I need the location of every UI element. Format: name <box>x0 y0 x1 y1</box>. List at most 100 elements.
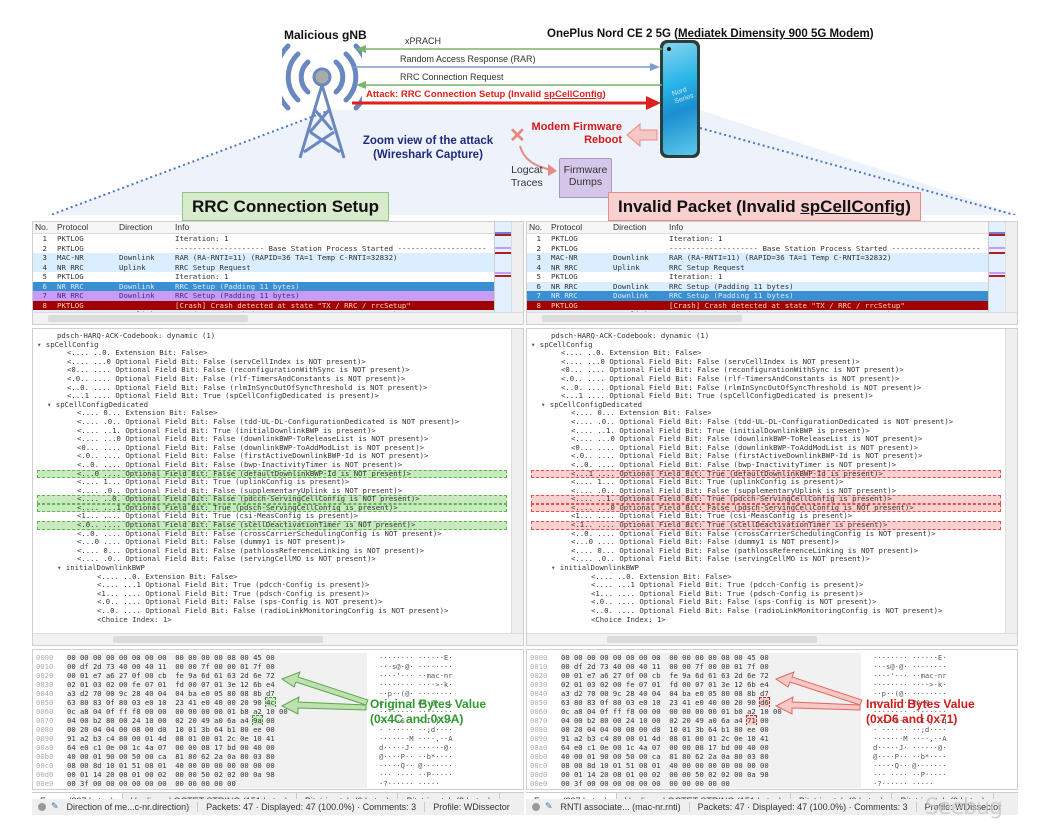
tree-field[interactable]: <.... 0... Optional Field Bit: False (pa… <box>531 546 1001 556</box>
tree-field[interactable]: pdsch-HARQ-ACK-Codebook: dynamic (1) <box>37 331 507 341</box>
hex-bytes[interactable]: 63 80 83 0f 80 03 e0 10 23 41 e0 40 00 2… <box>561 697 861 708</box>
hex-bytes[interactable]: 00 3f 00 00 00 00 00 00 00 00 00 00 00 <box>561 779 861 788</box>
expand-toggle-icon[interactable]: ▾ <box>551 563 560 573</box>
tree-field[interactable]: <..0. .... Optional Field Bit: False (bw… <box>531 460 1001 470</box>
hex-bytes[interactable]: 04 00 b2 80 00 24 10 00 02 20 49 a0 6a a… <box>561 715 861 726</box>
hex-bytes[interactable]: 00 20 04 04 00 08 00 d0 10 01 3b 64 b1 8… <box>67 725 367 734</box>
hex-bytes[interactable]: 00 01 e7 a6 27 0f 00 cb fe 9a 6d 61 63 2… <box>67 671 367 680</box>
hex-bytes[interactable]: 91 a2 b3 c4 80 00 01 4d 08 01 00 01 2c 0… <box>67 734 367 743</box>
tree-field[interactable]: <.... ..0. Extension Bit: False> <box>531 348 1001 358</box>
tree-field[interactable]: <.... ...0 Optional Field Bit: False (do… <box>531 434 1001 444</box>
tree-node[interactable]: ▾ spCellConfig <box>37 339 507 350</box>
hex-bytes[interactable]: 0c a8 04 0f ff f8 00 00 00 00 00 00 01 b… <box>561 707 861 716</box>
scroll-thumb[interactable] <box>542 315 742 322</box>
tree-field[interactable]: <Choice Index: 1> <box>531 615 1001 625</box>
scroll-thumb[interactable] <box>607 636 817 643</box>
tree-field[interactable]: <.0.. .... Optional Field Bit: False (rl… <box>531 374 1001 384</box>
hex-bytes[interactable]: 63 80 83 0f 80 03 e0 10 23 41 e0 40 00 2… <box>67 697 367 708</box>
tree-field[interactable]: <.... ...0 Optional Field Bit: False (se… <box>531 357 1001 367</box>
hex-bytes[interactable]: 00 20 04 04 00 08 00 d0 10 01 3b 64 b1 8… <box>561 725 861 734</box>
tree-field[interactable]: <...0 .... Optional Field Bit: False (du… <box>531 537 1001 547</box>
hex-bytes[interactable]: 00 df 2d 73 40 00 40 11 00 00 7f 00 00 0… <box>561 662 861 671</box>
tree-field[interactable]: <..0. .... Optional Field Bit: False (bw… <box>37 460 507 470</box>
hex-bytes[interactable]: 00 00 00 00 00 00 00 00 00 00 00 00 08 0… <box>561 653 861 662</box>
tree-field[interactable]: <..0. .... Optional Field Bit: False (cr… <box>37 529 507 539</box>
tree-field[interactable]: <1... .... Optional Field Bit: True (pds… <box>531 589 1001 599</box>
column-direction[interactable]: Direction <box>119 222 153 232</box>
tree-field[interactable]: <.... ...0 Optional Field Bit: False (se… <box>37 357 507 367</box>
highlighted-byte[interactable]: 9a <box>252 715 263 726</box>
expand-toggle-icon[interactable]: ▾ <box>47 399 56 409</box>
expand-toggle-icon[interactable]: ▾ <box>37 339 46 349</box>
packet-list-hscroll[interactable] <box>527 312 1017 324</box>
tree-field[interactable]: <.0.. .... Optional Field Bit: False (sp… <box>37 598 507 607</box>
hex-bytes[interactable]: 0c a8 04 0f ff f8 00 00 00 00 00 00 01 b… <box>67 707 367 716</box>
packet-minimap[interactable] <box>988 222 1006 314</box>
packet-list-hscroll[interactable] <box>33 312 523 324</box>
edit-comment-icon[interactable]: ✎ <box>51 802 59 812</box>
tree-field[interactable]: <0... .... Optional Field Bit: False (do… <box>37 443 507 453</box>
tree-field[interactable]: <.... ...1 Optional Field Bit: True (pdc… <box>531 580 1001 590</box>
tree-field[interactable]: <.... 1... Optional Field Bit: True (upl… <box>531 477 1001 487</box>
column-no[interactable]: No. <box>529 222 543 232</box>
highlighted-field[interactable]: <.... ..0. Optional Field Bit: False (pd… <box>37 494 507 504</box>
tree-field[interactable]: <..0. .... Optional Field Bit: False (ra… <box>531 606 1001 616</box>
tree-field[interactable]: <1... .... Optional Field Bit: True (pds… <box>37 589 507 599</box>
tree-node[interactable]: ▾ initialDownlinkBWP <box>37 563 507 573</box>
hex-bytes[interactable]: 64 e0 c1 0e 00 1c 4a 07 00 00 08 17 bd 0… <box>67 743 367 752</box>
tree-field[interactable]: <.... .0.. Optional Field Bit: False (se… <box>37 555 507 564</box>
highlighted-field[interactable]: <...0 .... Optional Field Bit: False (de… <box>37 469 507 479</box>
tree-field[interactable]: <.... .0.. Optional Field Bit: False (se… <box>531 555 1001 564</box>
tree-field[interactable]: <..0. .... Optional Field Bit: False (ra… <box>37 606 507 616</box>
expand-toggle-icon[interactable]: ▾ <box>57 563 66 573</box>
details-hscroll[interactable] <box>33 633 523 645</box>
capture-status-icon[interactable] <box>532 803 540 811</box>
column-no[interactable]: No. <box>35 222 49 232</box>
tree-field[interactable]: <.... 0... Optional Field Bit: False (pa… <box>37 546 507 556</box>
hex-bytes[interactable]: 00 01 14 20 08 01 00 02 00 00 50 02 02 0… <box>67 770 367 779</box>
highlighted-field[interactable]: <.0.. .... Optional Field Bit: False (sC… <box>37 520 507 530</box>
hex-bytes[interactable]: 04 00 b2 80 00 24 10 00 02 20 49 a0 6a a… <box>67 715 367 726</box>
hex-bytes[interactable]: 64 e0 c1 0e 00 1c 4a 07 00 00 08 17 bd 0… <box>561 743 861 752</box>
column-protocol[interactable]: Protocol <box>551 222 583 232</box>
tree-field[interactable]: <.0.. .... Optional Field Bit: False (sp… <box>531 598 1001 607</box>
scroll-thumb[interactable] <box>113 636 323 643</box>
tree-field[interactable]: <..0. .... Optional Field Bit: False (rl… <box>531 383 1001 393</box>
hex-bytes[interactable]: 08 00 8d 10 01 51 08 01 40 00 00 00 00 0… <box>561 761 861 770</box>
tree-node[interactable]: ▾ initialDownlinkBWP <box>531 563 1001 573</box>
tree-field[interactable]: <0... .... Optional Field Bit: False (do… <box>531 443 1001 453</box>
tree-field[interactable]: <Choice Index: 1> <box>37 615 507 625</box>
hex-bytes[interactable]: 40 00 01 90 00 50 00 ca 81 80 62 2a 0a 8… <box>561 752 861 761</box>
highlighted-byte[interactable]: d6 <box>759 697 770 708</box>
highlighted-field[interactable]: <.1.. .... Optional Field Bit: True (sCe… <box>531 520 1001 530</box>
tree-field[interactable]: <.... .0.. Optional Field Bit: False (td… <box>37 417 507 427</box>
tree-field[interactable]: <.... ..0. Extension Bit: False> <box>37 348 507 358</box>
packet-list-vscroll[interactable] <box>511 222 523 314</box>
tree-field[interactable]: <.0.. .... Optional Field Bit: False (rl… <box>37 374 507 384</box>
tree-field[interactable]: <.... 1... Optional Field Bit: True (upl… <box>37 477 507 487</box>
tree-node[interactable]: ▾ spCellConfigDedicated <box>531 400 1001 410</box>
packet-minimap[interactable] <box>494 222 512 314</box>
status-profile[interactable]: Profile: WDissector <box>924 802 1002 812</box>
tree-field[interactable]: <0... .... Optional Field Bit: False (re… <box>531 366 1001 375</box>
tree-field[interactable]: <.... ...1 Optional Field Bit: True (pdc… <box>37 580 507 590</box>
hex-bytes[interactable]: a3 d2 70 00 9c 28 40 04 04 ba e0 05 80 0… <box>67 689 367 698</box>
edit-comment-icon[interactable]: ✎ <box>545 802 553 812</box>
tree-field[interactable]: <1... .... Optional Field Bit: True (csi… <box>531 512 1001 521</box>
tree-field[interactable]: <.0.. .... Optional Field Bit: False (fi… <box>531 452 1001 461</box>
highlighted-byte[interactable]: 4c <box>265 697 276 708</box>
tree-field[interactable]: <.... ..0. Extension Bit: False> <box>37 572 507 582</box>
tree-node[interactable]: ▾ spCellConfig <box>531 340 1001 350</box>
column-direction[interactable]: Direction <box>613 222 647 232</box>
